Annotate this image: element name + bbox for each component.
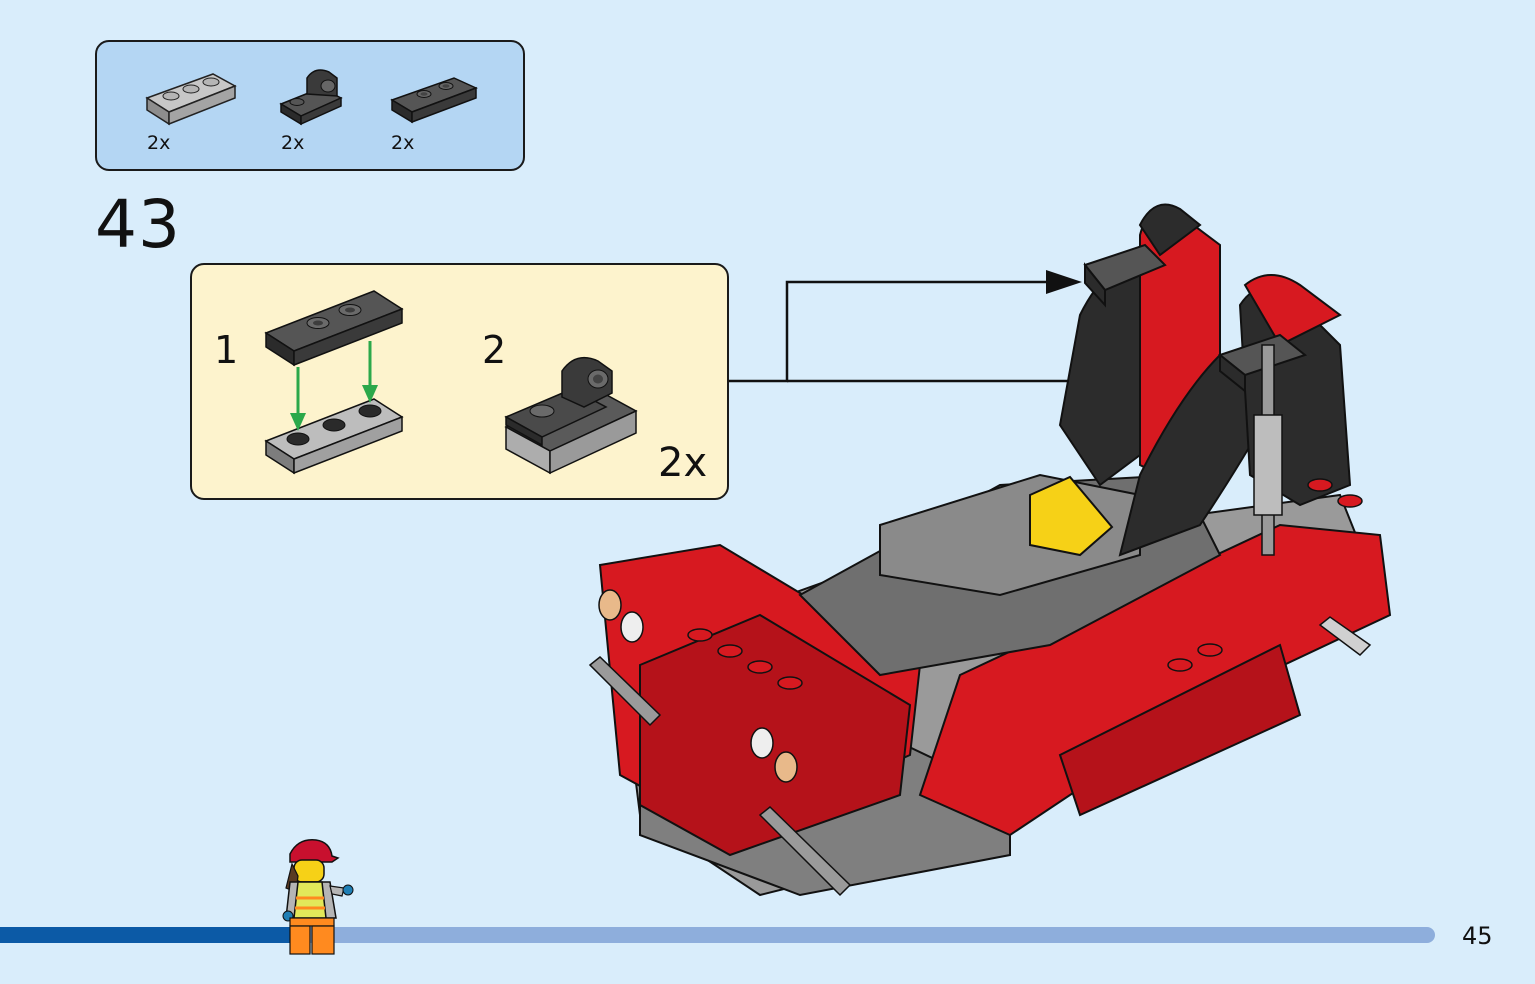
plate-stacking-diagram-icon (264, 290, 404, 475)
substep-1-label: 1 (214, 328, 239, 372)
substep-multiplier: 2x (658, 440, 708, 486)
step-number: 43 (95, 186, 181, 263)
progress-bar-fill (0, 927, 294, 943)
vehicle-model-illustration (588, 203, 1392, 897)
page-number: 45 (1462, 922, 1493, 950)
minifigure-worker-icon (282, 839, 354, 955)
substep-2-label: 2 (482, 328, 507, 372)
dark-gray-plate-1x3-two-studs-icon (390, 77, 478, 124)
part-quantity: 2x (391, 132, 415, 154)
progress-bar-track (0, 927, 1435, 943)
parts-list-callout: 2x 2x 2x (95, 40, 525, 171)
bracket-on-plate-icon (504, 356, 638, 475)
part-quantity: 2x (281, 132, 305, 154)
part-quantity: 2x (147, 132, 171, 154)
light-gray-plate-1x3-icon (145, 73, 237, 126)
subassembly-callout: 1 2 2x (190, 263, 729, 500)
dark-gray-bracket-plate-icon (279, 69, 343, 126)
